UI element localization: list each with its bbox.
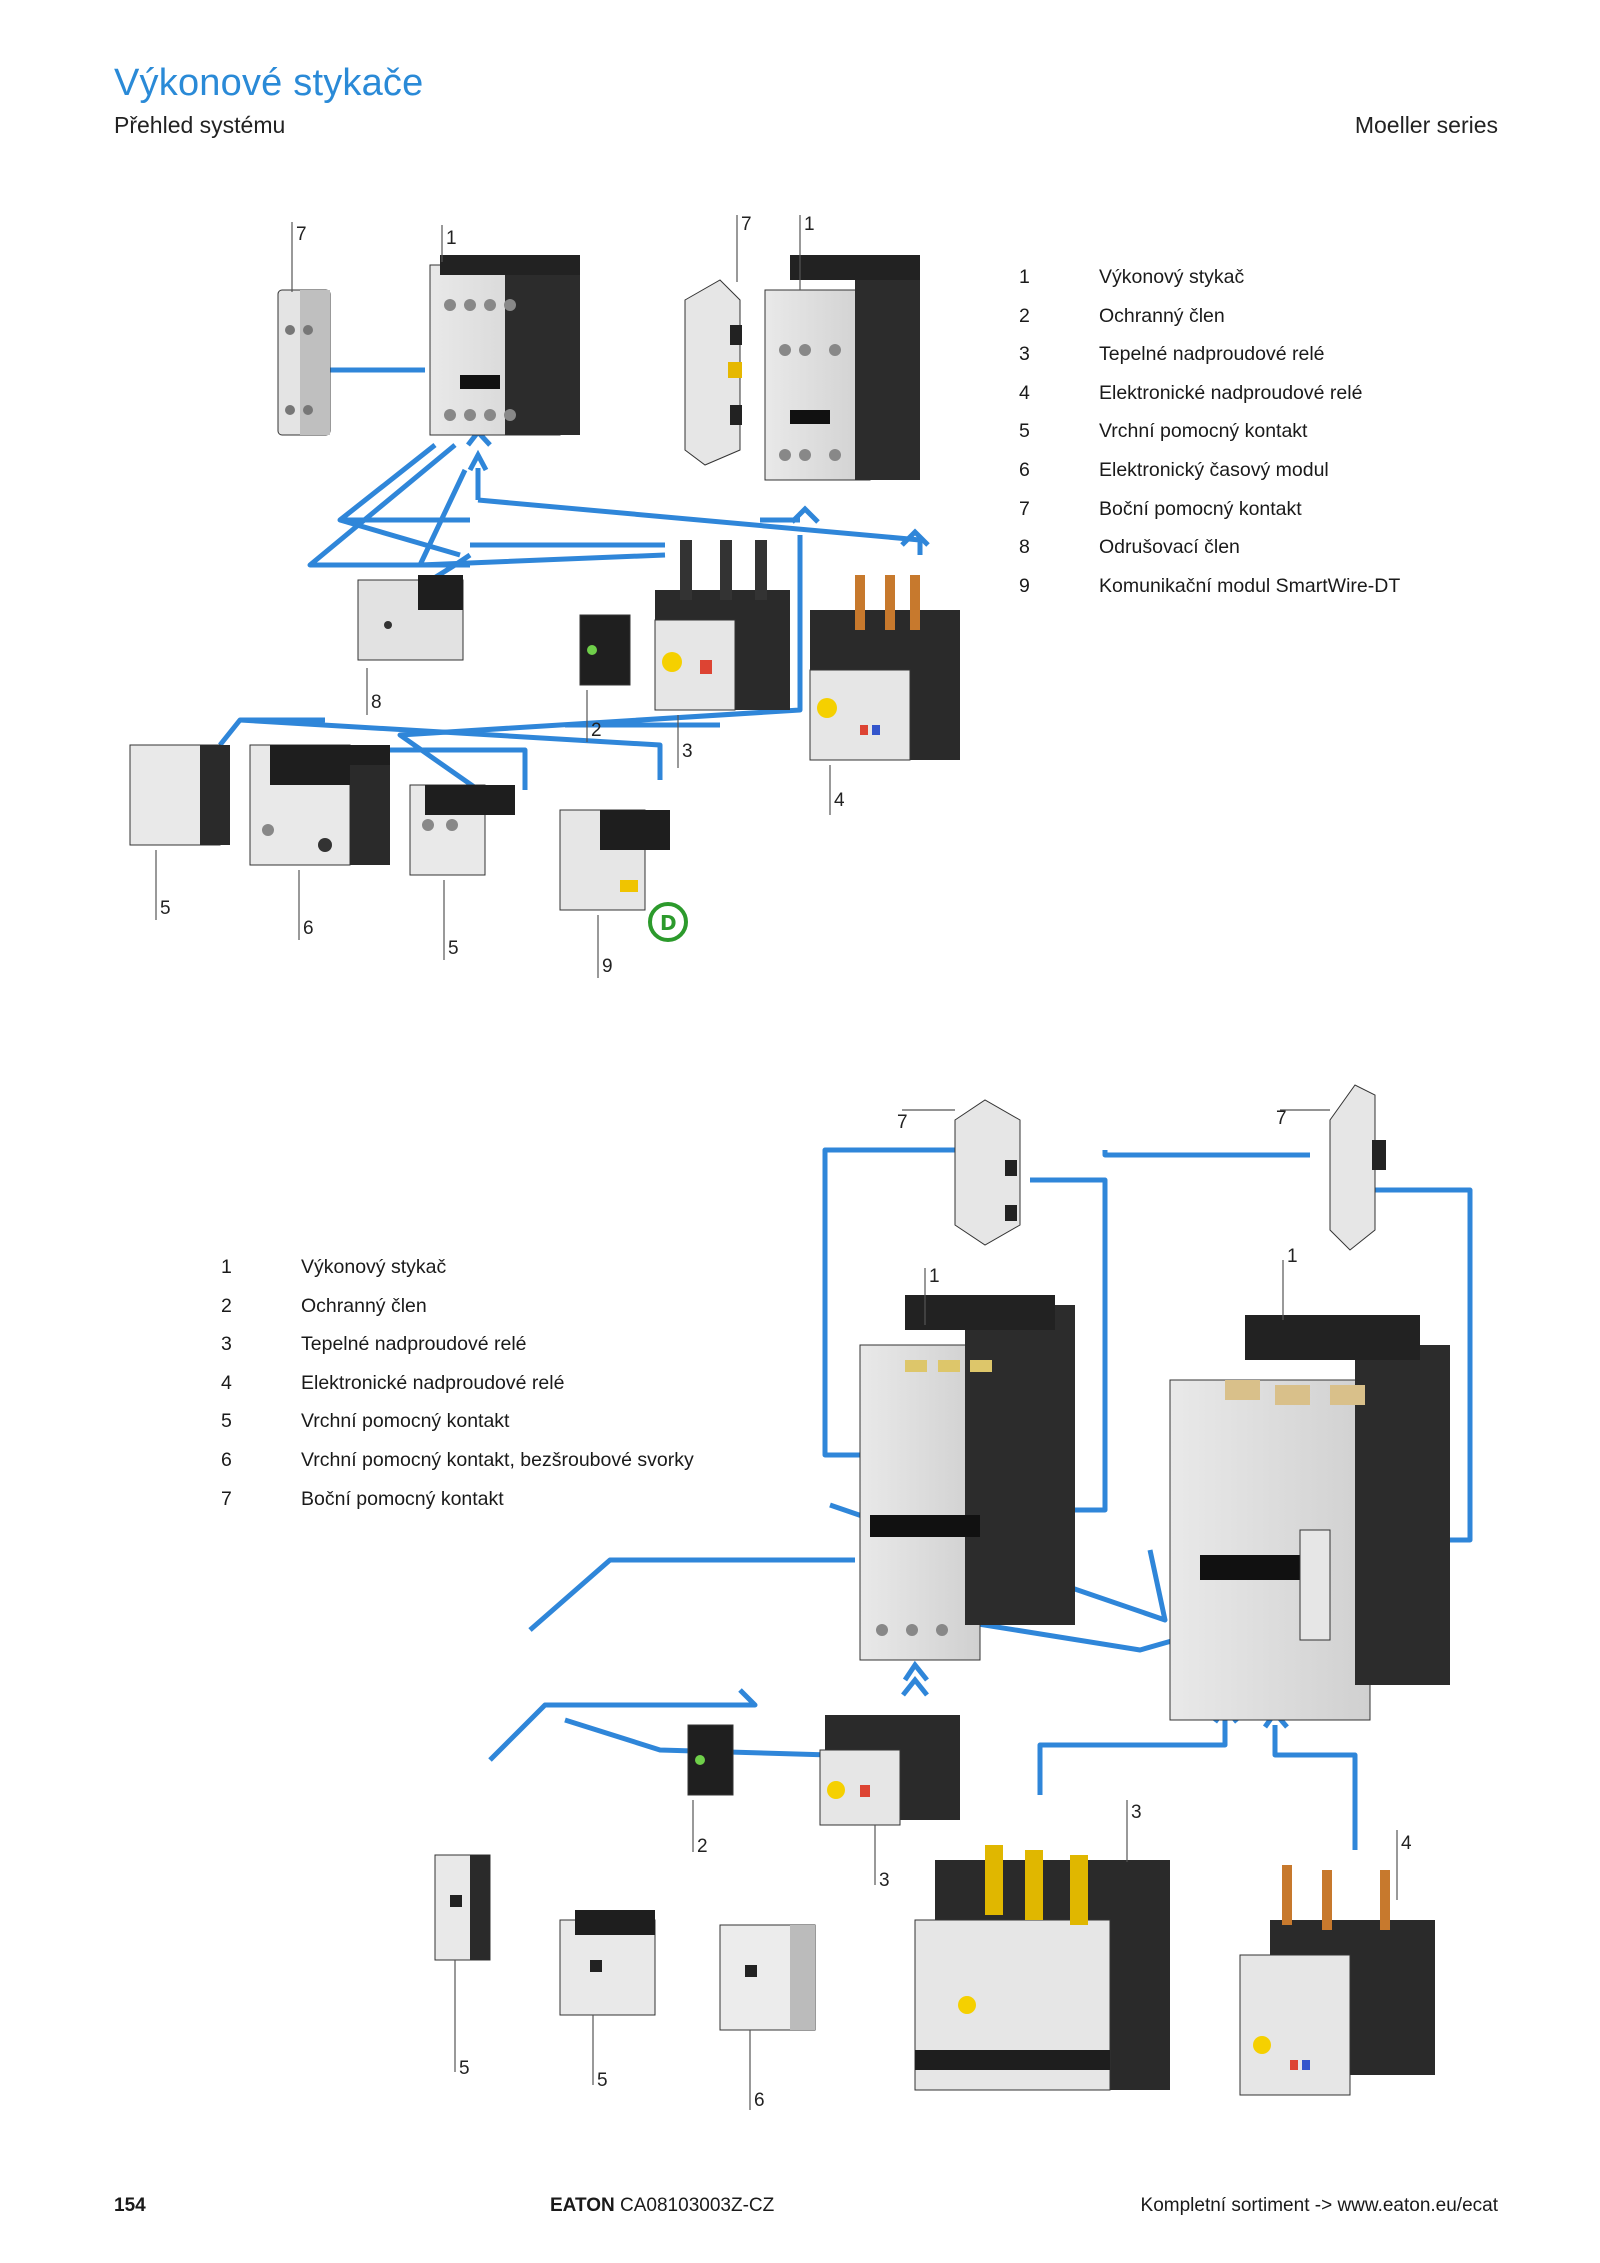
diagram-label: 5	[597, 2070, 608, 2091]
diagram-label: 4	[1401, 1833, 1412, 1854]
diagram-label: 1	[804, 214, 815, 235]
contactor-1a	[429, 255, 580, 436]
diagram-label: 1	[1287, 1246, 1298, 1267]
diagram-label: 2	[591, 720, 602, 741]
electronic-relay-4b	[1239, 1865, 1435, 2096]
footer-doc: EATON CA08103003Z-CZ	[550, 2195, 774, 2217]
diagram-label: 1	[446, 228, 457, 249]
diagram-label: 7	[296, 224, 307, 245]
timing-module-6	[249, 744, 390, 866]
top-aux-contact-5c	[434, 1854, 491, 1961]
series-label: Moeller series	[1354, 112, 1498, 138]
page-title: Výkonové stykače	[114, 62, 424, 104]
top-aux-contact-5b	[409, 784, 515, 876]
diagram-label: 1	[929, 1266, 940, 1287]
doc-number: CA08103003Z-CZ	[620, 2195, 775, 2216]
top-aux-contact-5a	[129, 744, 230, 846]
catalog-link[interactable]: Kompletní sortiment -> www.eaton.eu/ecat	[1140, 2195, 1498, 2216]
suppressor-8	[357, 575, 464, 661]
diagram-label: 6	[754, 2090, 765, 2111]
diagram-label: 5	[448, 938, 459, 959]
contactor-1d	[1169, 1315, 1450, 1721]
diagram-label: 7	[897, 1112, 908, 1133]
diagram-label: 8	[371, 692, 382, 713]
top-aux-contact-6	[719, 1924, 816, 2031]
smartwire-module-9: D	[559, 809, 688, 942]
page-number: 154	[114, 2195, 146, 2216]
svg-text:D: D	[660, 911, 677, 935]
diagram-label: 6	[303, 918, 314, 939]
side-aux-contact-7c	[954, 1099, 1021, 1246]
diagram-label: 2	[697, 1836, 708, 1857]
diagram-label: 3	[879, 1870, 890, 1891]
side-aux-contact-7d	[1329, 1084, 1386, 1251]
brand-name: EATON	[550, 2195, 615, 2216]
diagram-label: 3	[682, 741, 693, 762]
thermal-relay-3c	[914, 1845, 1170, 2091]
side-aux-contact-7a	[277, 289, 331, 436]
top-aux-contact-5d	[559, 1910, 656, 2016]
diagram-label: 5	[160, 898, 171, 919]
diagram-label: 9	[602, 956, 613, 977]
protective-element-2b	[687, 1724, 734, 1796]
contactor-1b	[764, 255, 920, 481]
thermal-relay-3b	[819, 1715, 960, 1826]
diagram-label: 5	[459, 2058, 470, 2079]
diagram-label: 7	[1276, 1108, 1287, 1129]
label-leaders	[155, 215, 1398, 2110]
page-subtitle: Přehled systému	[114, 112, 286, 138]
contactor-1c	[859, 1295, 1075, 1661]
thermal-relay-3	[654, 540, 790, 711]
diagram-label: 7	[741, 214, 752, 235]
side-aux-contact-7b	[684, 279, 742, 466]
protective-element-2	[579, 614, 631, 686]
diagram-label: 4	[834, 790, 845, 811]
diagram-label: 3	[1131, 1802, 1142, 1823]
top-connectors	[218, 367, 923, 808]
electronic-relay-4	[809, 575, 960, 761]
